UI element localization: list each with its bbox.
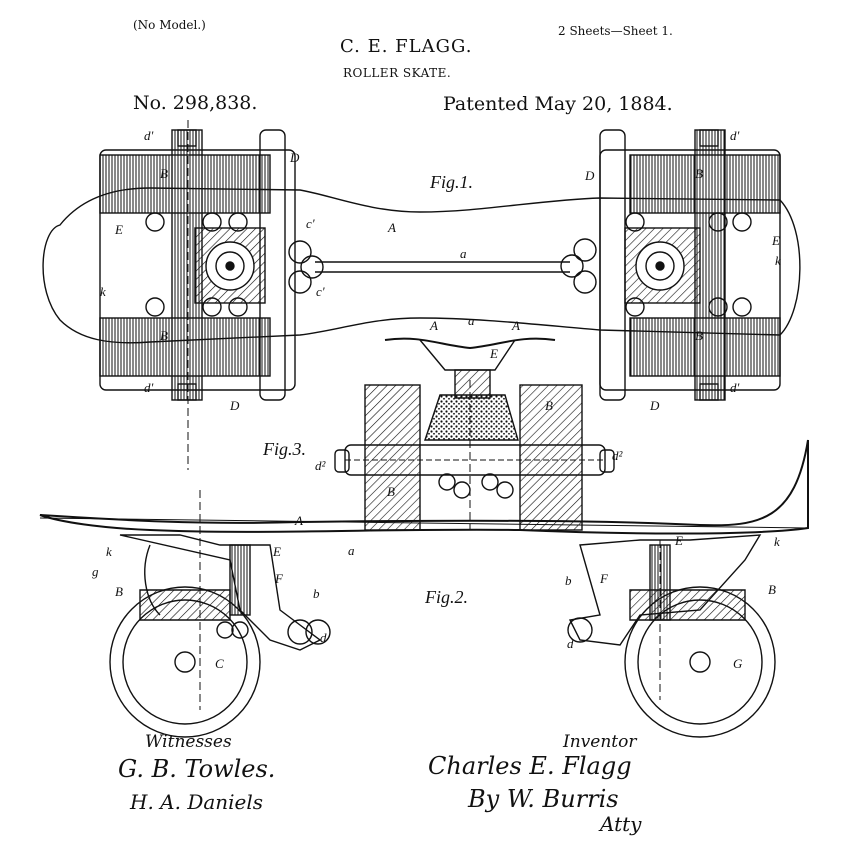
svg-text:b: b [313, 586, 320, 601]
svg-text:k: k [100, 284, 106, 299]
svg-text:G: G [733, 656, 743, 671]
svg-text:d: d [567, 636, 574, 651]
svg-text:E: E [674, 533, 683, 548]
svg-text:D: D [584, 168, 595, 183]
patent-number: No. 298,838. [133, 92, 258, 114]
fig3-block-left [364, 384, 421, 531]
invention-title: ROLLER SKATE. [343, 66, 452, 80]
svg-text:D: D [229, 398, 240, 413]
witness-signature-2: H. A. Daniels [130, 790, 264, 814]
fig3-label: Fig.3. [262, 439, 306, 459]
svg-text:d': d' [730, 380, 740, 395]
svg-text:a: a [460, 246, 467, 261]
inventor-signature: Charles E. Flagg [428, 752, 632, 780]
svg-text:F: F [599, 571, 609, 586]
svg-text:E: E [272, 544, 281, 559]
svg-text:B: B [160, 328, 168, 343]
fig2-wheel-left [109, 586, 261, 738]
svg-text:a: a [348, 543, 355, 558]
svg-text:B: B [695, 328, 703, 343]
fig2-label: Fig.2. [424, 587, 468, 607]
svg-text:d': d' [144, 128, 154, 143]
svg-text:D: D [649, 398, 660, 413]
svg-text:k: k [106, 544, 112, 559]
svg-text:k: k [775, 253, 781, 268]
svg-text:d: d [320, 630, 327, 645]
svg-text:g: g [92, 564, 99, 579]
svg-text:E: E [771, 233, 780, 248]
svg-text:E: E [114, 222, 123, 237]
attorney-signature: By W. Burris [468, 785, 619, 813]
svg-text:d': d' [730, 128, 740, 143]
svg-text:c': c' [306, 216, 315, 231]
svg-text:E: E [489, 346, 498, 361]
fig3-block-right [519, 384, 583, 531]
fig2-wheel-right [624, 586, 776, 738]
svg-text:d': d' [144, 380, 154, 395]
svg-text:B: B [768, 582, 776, 597]
svg-text:A: A [387, 220, 396, 235]
svg-text:k: k [774, 534, 780, 549]
svg-text:B: B [115, 584, 123, 599]
sheet-indicator: 2 Sheets—Sheet 1. [558, 24, 673, 38]
fig3-plate [384, 337, 556, 350]
svg-text:B: B [160, 166, 168, 181]
fig1-wheel-top-left [99, 154, 271, 214]
svg-text:F: F [274, 571, 284, 586]
svg-text:b: b [565, 573, 572, 588]
svg-text:A: A [429, 318, 438, 333]
fig1-wheel-top-right [629, 154, 781, 214]
svg-text:B: B [545, 398, 553, 413]
inventor-label: Inventor [563, 732, 637, 752]
inventor-name: C. E. FLAGG. [340, 36, 473, 57]
patent-date: Patented May 20, 1884. [443, 93, 673, 115]
svg-text:B: B [695, 166, 703, 181]
witness-signature-1: G. B. Towles. [118, 755, 276, 783]
svg-text:c': c' [316, 284, 325, 299]
attorney-abbreviation: Atty [600, 812, 642, 836]
svg-text:a: a [468, 313, 475, 328]
svg-text:A: A [294, 513, 303, 528]
svg-text:d²: d² [315, 458, 327, 473]
svg-text:B: B [387, 484, 395, 499]
fig2-foot-plate [39, 439, 809, 535]
svg-text:d²: d² [612, 448, 624, 463]
fig1-wheel-bottom-right [629, 317, 781, 377]
svg-text:A: A [511, 318, 520, 333]
fig1-wheel-bottom-left [99, 317, 271, 377]
fig1-label: Fig.1. [429, 172, 473, 192]
svg-text:D: D [289, 150, 300, 165]
svg-text:C: C [215, 656, 224, 671]
no-model-note: (No Model.) [133, 18, 206, 32]
witnesses-label: Witnesses [145, 732, 232, 752]
